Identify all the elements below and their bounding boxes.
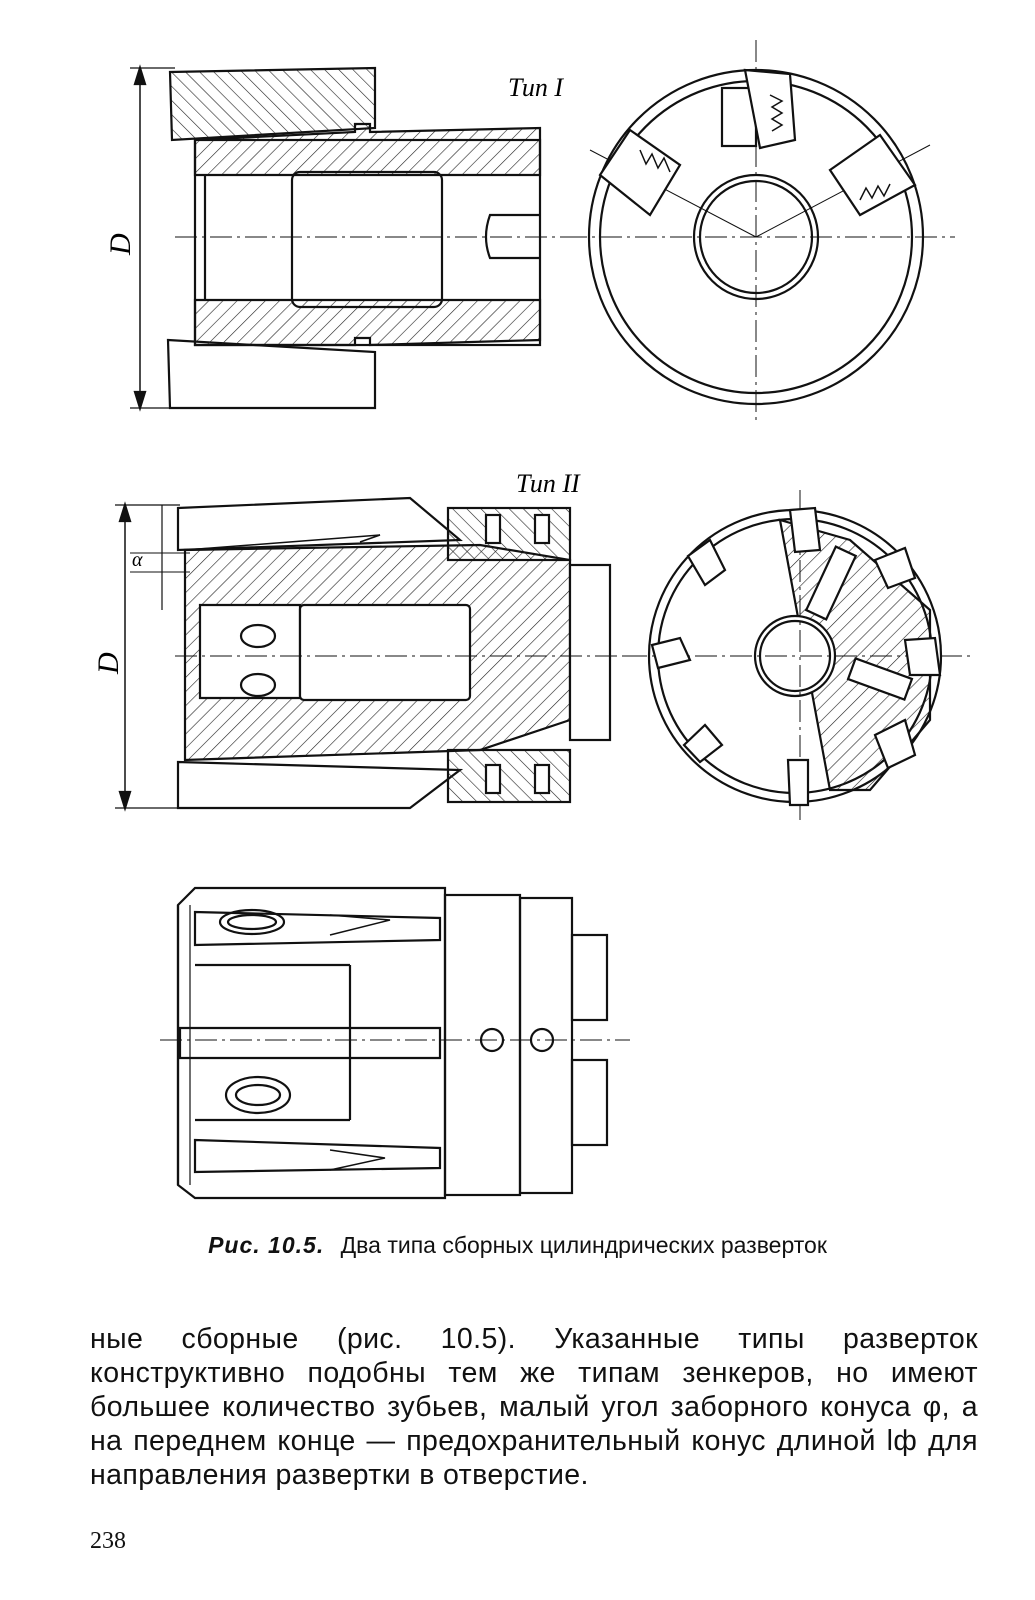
type2-dimension-alpha: α <box>132 549 143 571</box>
body-paragraph: ные сборные (рис. 10.5). Указанные типы … <box>90 1323 978 1491</box>
type1-dimension-D: D <box>104 233 137 256</box>
page-number: 238 <box>90 1528 126 1554</box>
type2-front-view <box>625 490 970 820</box>
type2-outside-view <box>160 886 630 1200</box>
figure-caption: Рис. 10.5. Два типа сборных цилиндрическ… <box>0 1232 1035 1259</box>
type2-side-section <box>115 496 640 812</box>
technical-drawing-figure: D Тип I <box>92 40 970 1200</box>
type1-side-section <box>130 64 565 412</box>
figure-caption-text: Два типа сборных цилиндрических разверто… <box>340 1232 827 1258</box>
type2-label: Тип II <box>516 469 581 498</box>
type1-front-view <box>565 40 955 425</box>
figure-reference: Рис. 10.5. <box>208 1232 325 1258</box>
type2-dimension-D: D <box>92 652 125 675</box>
type1-label: Тип I <box>508 73 564 102</box>
